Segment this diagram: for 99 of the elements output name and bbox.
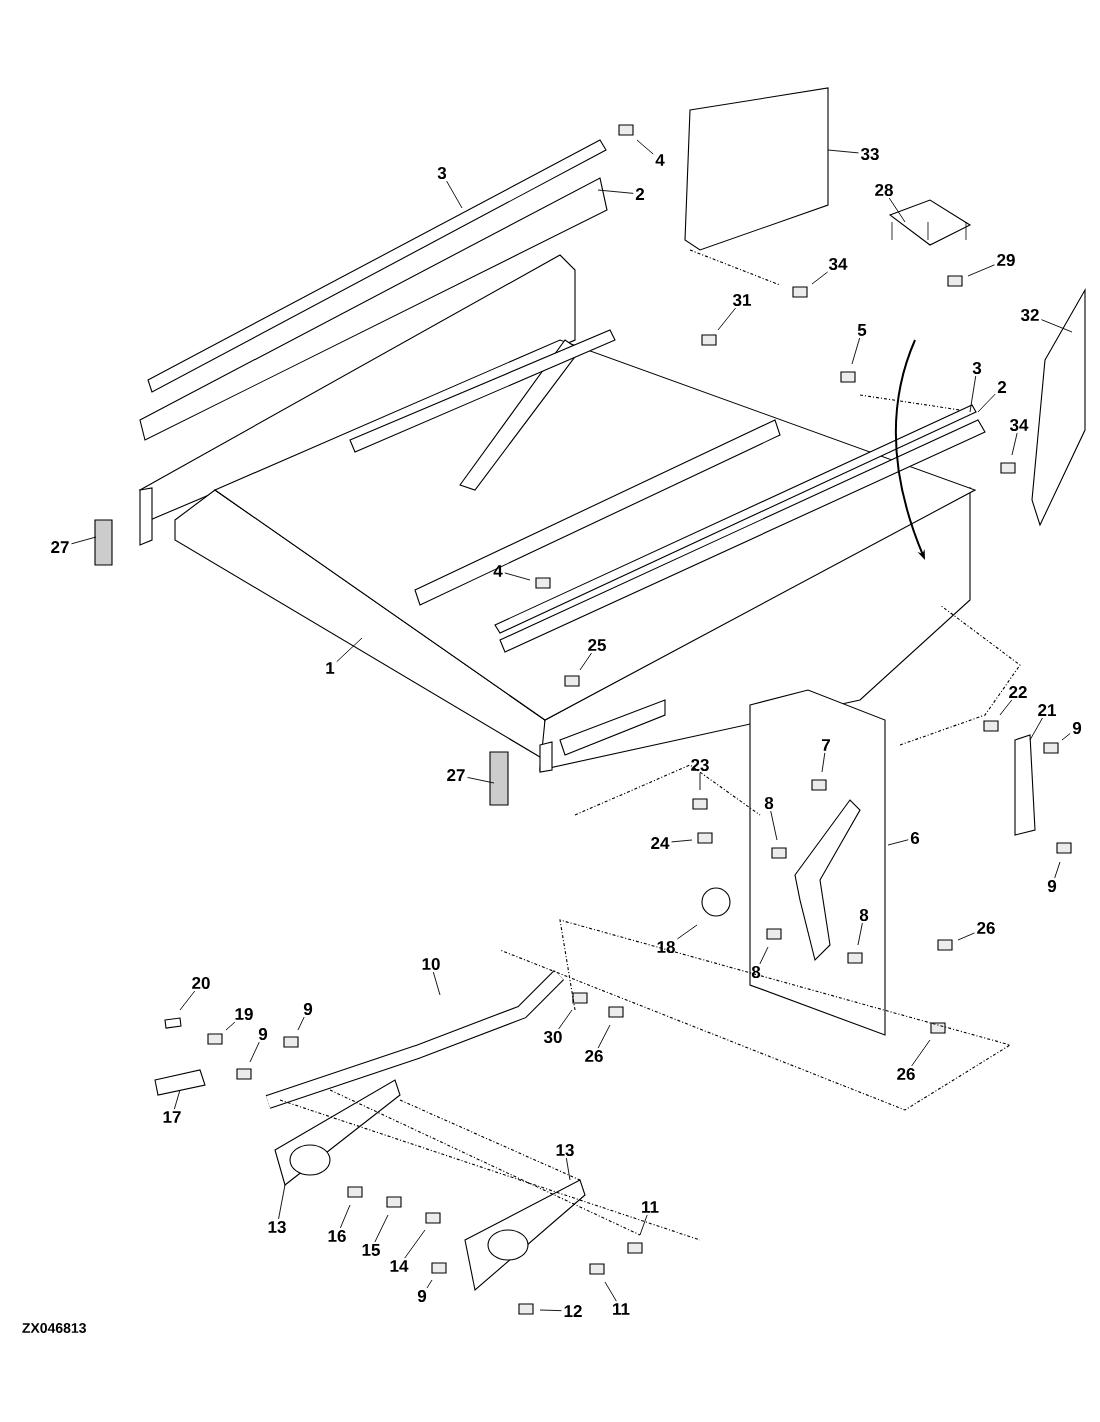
callout-number: 9 bbox=[1047, 880, 1057, 893]
leader-line bbox=[404, 1229, 426, 1259]
leader-line bbox=[71, 536, 97, 545]
callout-number: 8 bbox=[751, 966, 761, 979]
leader-line bbox=[539, 1309, 562, 1312]
callout-number: 10 bbox=[422, 958, 440, 971]
callout-number: 23 bbox=[691, 759, 709, 772]
leader-line bbox=[1029, 717, 1043, 741]
callout-number: 26 bbox=[585, 1050, 603, 1063]
leader-line bbox=[911, 1039, 931, 1067]
callout-number: 22 bbox=[1009, 686, 1027, 698]
leader-line bbox=[1011, 432, 1018, 456]
leader-line bbox=[426, 1279, 433, 1289]
leader-line bbox=[636, 139, 654, 155]
leader-line bbox=[827, 149, 859, 154]
callout-number: 4 bbox=[493, 565, 503, 577]
callout-number: 9 bbox=[1072, 722, 1082, 735]
leader-line bbox=[278, 1184, 286, 1220]
callout-number: 9 bbox=[258, 1028, 268, 1041]
callout-number: 9 bbox=[303, 1003, 313, 1016]
callout-number: 27 bbox=[447, 769, 465, 781]
leader-line bbox=[770, 810, 778, 841]
callout-number: 18 bbox=[657, 941, 675, 954]
leader-line bbox=[999, 699, 1013, 716]
leader-line bbox=[597, 1024, 611, 1049]
callout-number: 32 bbox=[1020, 309, 1039, 322]
leader-line bbox=[374, 1214, 389, 1243]
leader-line bbox=[977, 393, 996, 413]
callout-number: 3 bbox=[437, 167, 447, 180]
callout-number: 34 bbox=[1009, 419, 1029, 432]
leader-line bbox=[887, 839, 909, 846]
callout-number: 14 bbox=[390, 1260, 409, 1272]
leader-line bbox=[821, 752, 826, 773]
leader-line bbox=[851, 337, 861, 365]
leader-line bbox=[604, 1281, 617, 1302]
leader-line bbox=[967, 264, 995, 277]
leader-line bbox=[699, 772, 701, 791]
callout-number: 15 bbox=[362, 1244, 380, 1256]
callout-number: 2 bbox=[997, 381, 1007, 393]
leader-line bbox=[639, 1214, 648, 1236]
callout-number: 12 bbox=[564, 1305, 582, 1317]
leader-line bbox=[297, 1016, 305, 1031]
callout-number: 27 bbox=[51, 541, 69, 553]
callout-number: 4 bbox=[655, 154, 665, 166]
callout-number: 3 bbox=[972, 362, 982, 375]
leader-line bbox=[432, 971, 441, 996]
callout-number: 26 bbox=[897, 1068, 915, 1081]
leader-line bbox=[811, 271, 828, 285]
leader-line bbox=[671, 839, 693, 843]
leader-line bbox=[676, 924, 698, 940]
callout-number: 8 bbox=[764, 797, 774, 810]
callout-number: 33 bbox=[860, 148, 879, 161]
callout-number: 21 bbox=[1038, 704, 1056, 716]
leader-line bbox=[467, 776, 495, 784]
leader-line bbox=[504, 572, 531, 581]
callout-number: 25 bbox=[588, 639, 606, 652]
leader-line bbox=[759, 946, 769, 965]
drawing-number: ZX046813 bbox=[22, 1323, 86, 1333]
callout-number: 30 bbox=[543, 1031, 562, 1044]
leader-line bbox=[249, 1041, 260, 1063]
leader-line bbox=[1054, 861, 1061, 879]
callout-number: 20 bbox=[192, 977, 210, 990]
leader-line bbox=[565, 1157, 571, 1181]
callout-number: 5 bbox=[857, 324, 867, 336]
callout-number: 19 bbox=[235, 1008, 253, 1021]
leader-line bbox=[888, 197, 906, 223]
leader-line bbox=[1041, 319, 1073, 333]
callout-number: 29 bbox=[997, 254, 1015, 267]
callout-number: 13 bbox=[268, 1221, 286, 1234]
callout-number: 16 bbox=[328, 1230, 346, 1243]
leader-line bbox=[597, 189, 634, 194]
leader-line bbox=[717, 307, 736, 331]
leader-line bbox=[957, 932, 975, 941]
callout-number: 2 bbox=[635, 188, 645, 200]
leader-line bbox=[336, 637, 363, 663]
leader-line bbox=[446, 180, 463, 209]
callout-number: 24 bbox=[651, 837, 670, 849]
callout-number: 13 bbox=[556, 1144, 574, 1157]
callout-number: 17 bbox=[163, 1111, 181, 1123]
leader-line bbox=[579, 652, 592, 671]
leader-line bbox=[969, 375, 977, 413]
callout-number: 31 bbox=[732, 294, 751, 307]
callout-number: 28 bbox=[875, 184, 893, 197]
leader-line bbox=[225, 1021, 236, 1031]
callout-number: 6 bbox=[910, 832, 920, 845]
leader-line bbox=[857, 922, 863, 946]
callout-number: 34 bbox=[828, 258, 848, 271]
leader-line bbox=[558, 1009, 573, 1030]
callout-number: 11 bbox=[642, 1201, 659, 1213]
callout-number: 9 bbox=[417, 1290, 427, 1303]
callout-number: 8 bbox=[859, 909, 869, 922]
callout-number: 26 bbox=[977, 922, 995, 935]
callout-number: 11 bbox=[613, 1303, 630, 1315]
callout-number: 7 bbox=[822, 739, 830, 751]
callout-number: 1 bbox=[326, 662, 335, 674]
leader-line bbox=[173, 1089, 181, 1110]
leader-line bbox=[1061, 732, 1071, 741]
leader-line bbox=[179, 990, 196, 1011]
leader-line bbox=[339, 1204, 351, 1229]
